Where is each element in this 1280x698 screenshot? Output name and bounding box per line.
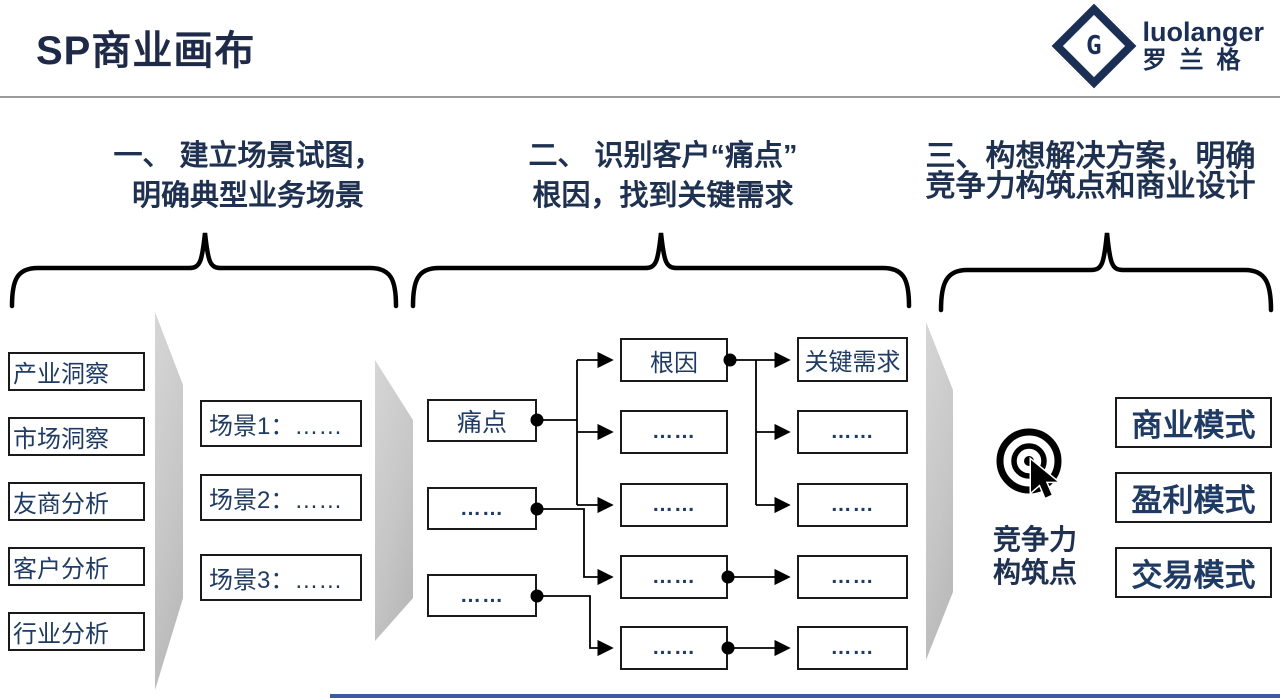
overbraces: [9, 232, 1274, 313]
scenario-box: 场景3：……: [200, 554, 362, 601]
brace-3: [938, 232, 1274, 313]
analysis-box: 友商分析: [8, 482, 145, 521]
pain-box: ……: [427, 574, 537, 617]
root-cause-box: ……: [620, 555, 728, 599]
footer-accent-bar: [330, 694, 1280, 698]
model-box: 商业模式: [1115, 397, 1272, 448]
scenario-box: 场景2：……: [200, 474, 362, 521]
brace-1: [9, 232, 399, 309]
step-1-line2: 明确典型业务场景: [131, 180, 364, 212]
logo-brand: luolanger: [1142, 17, 1264, 47]
flow-chevron-2: [375, 360, 413, 641]
pain-box: ……: [427, 487, 537, 530]
cursor-arrow: [1029, 456, 1062, 500]
analysis-box: 产业洞察: [8, 352, 145, 391]
step-1-heading: 一、 建立场景试图， 明确典型业务场景: [93, 136, 403, 216]
step-2-heading: 二、 识别客户“痛点” 根因，找到关键需求: [478, 136, 848, 216]
root-cause-box: ……: [620, 626, 728, 670]
need-box: ……: [797, 410, 908, 454]
root-cause-box: 根因: [620, 338, 728, 382]
header-divider: [0, 96, 1280, 98]
analysis-box: 客户分析: [8, 547, 145, 586]
need-box: ……: [797, 626, 908, 670]
need-box: ……: [797, 483, 908, 527]
model-box: 交易模式: [1115, 547, 1272, 598]
analysis-box: 市场洞察: [8, 417, 145, 456]
flow-chevron-3: [926, 322, 953, 660]
step-2-line1: 二、 识别客户“痛点”: [528, 140, 798, 172]
competitiveness-line2: 构筑点: [992, 557, 1077, 588]
brace-2: [410, 232, 912, 309]
bullseye-cursor-icon: [996, 428, 1062, 500]
root-cause-box: ……: [620, 483, 728, 527]
need-box: 关键需求: [797, 337, 908, 382]
scenario-box: 场景1：……: [200, 400, 362, 447]
step-2-line2: 根因，找到关键需求: [532, 180, 794, 212]
logo: G luolanger 罗兰格: [1052, 3, 1264, 89]
step-3-line2: 竞争力构筑点和商业设计: [925, 170, 1256, 203]
root-cause-box: ……: [620, 410, 728, 454]
page-title: SP商业画布: [36, 29, 256, 73]
competitiveness-line1: 竞争力: [992, 524, 1077, 555]
step-1-line1: 一、 建立场景试图，: [113, 140, 383, 172]
model-box: 盈利模式: [1115, 472, 1272, 523]
pain-box: 痛点: [427, 399, 537, 442]
flow-chevron-1: [155, 312, 183, 690]
analysis-box: 行业分析: [8, 612, 145, 651]
line-pain-trunk: [537, 360, 578, 505]
logo-brand-cn: 罗兰格: [1142, 47, 1254, 74]
step-3-heading: 三、构想解决方案，明确 竞争力构筑点和商业设计: [898, 142, 1280, 202]
competitiveness-label: 竞争力 构筑点: [972, 523, 1098, 589]
logo-text: luolanger 罗兰格: [1142, 19, 1264, 73]
arrow-pain2-to-root-4: [537, 508, 614, 586]
arrow-pain3-to-root-5: [537, 595, 614, 657]
need-box: ……: [797, 555, 908, 599]
step-3-line1: 三、构想解决方案，明确: [925, 140, 1256, 173]
